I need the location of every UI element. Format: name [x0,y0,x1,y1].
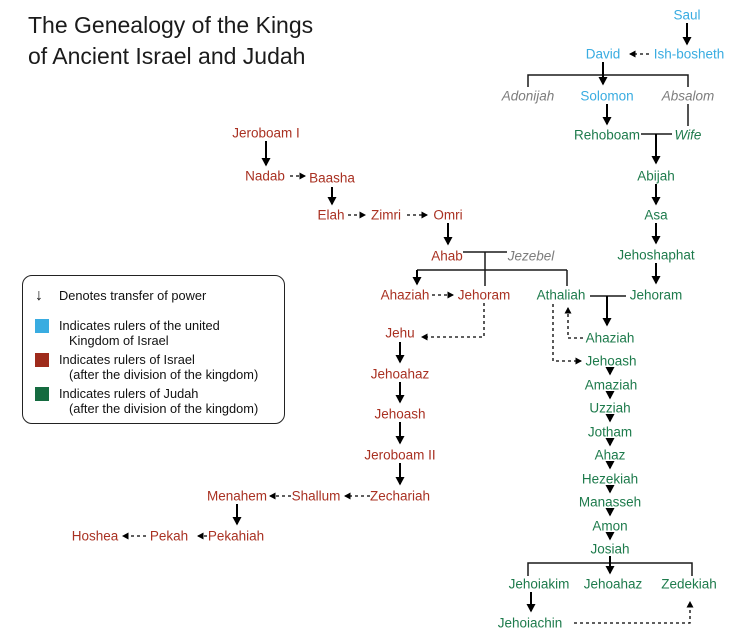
node-jeroboam-ii: Jeroboam II [364,447,436,463]
legend-box: ↓ Denotes transfer of power Indicates ru… [22,275,285,424]
edge-ahaziah-athaliah [564,307,583,339]
node-omri: Omri [433,207,463,223]
node-absalom: Absalom [661,88,715,104]
node-david: David [585,46,621,62]
node-hoshea: Hoshea [71,528,119,544]
legend-united-line2: Kingdom of Israel [69,333,169,348]
node-jehoahaz-israel: Jehoahaz [370,366,430,382]
node-elah: Elah [317,207,345,223]
node-jehoram-israel: Jehoram [457,287,511,303]
node-athaliah: Athaliah [536,287,586,303]
node-rehoboam: Rehoboam [573,127,641,143]
node-ahab: Ahab [431,248,463,264]
node-ish-bosheth: Ish-bosheth [653,46,725,62]
node-zechariah: Zechariah [369,488,431,504]
node-hezekiah: Hezekiah [581,471,639,487]
node-pekah: Pekah [149,528,189,544]
legend-judah-line1: Indicates rulers of Judah [59,385,199,401]
node-jotham: Jotham [587,424,633,440]
edge-david-children-bracket [527,74,689,87]
node-saul: Saul [673,7,701,23]
node-amaziah: Amaziah [584,377,638,393]
node-zedekiah: Zedekiah [661,576,717,592]
node-solomon: Solomon [580,88,634,104]
legend-judah-line2: (after the division of the kingdom) [69,401,259,416]
node-jehoahaz-judah: Jehoahaz [583,576,643,592]
transfer-arrow-icon: ↓ [35,287,43,304]
legend-swatch-judah-icon [35,386,49,401]
legend-row-judah: Indicates rulers of Judah (after the div… [35,386,274,417]
node-jehoash-israel: Jehoash [374,406,426,422]
node-nadab: Nadab [245,168,285,184]
legend-transfer-label: Denotes transfer of power [59,288,207,303]
node-amon: Amon [592,518,628,534]
node-shallum: Shallum [291,488,341,504]
edge-athaliah-jehoash [552,304,582,365]
node-jehoiakim: Jehoiakim [508,576,570,592]
legend-israel-line2: (after the division of the kingdom) [69,367,259,382]
edge-jehoiachin-zedekiah [574,601,694,624]
legend-swatch-united-icon [35,318,49,333]
legend-row-transfer: ↓ Denotes transfer of power [35,288,274,304]
node-jehu: Jehu [385,325,415,341]
legend-row-united: Indicates rulers of the united Kingdom o… [35,318,274,349]
node-pekahiah: Pekahiah [207,528,265,544]
node-ahaz: Ahaz [594,447,626,463]
diagram-title: The Genealogy of the Kings of Ancient Is… [28,12,314,69]
node-adonijah: Adonijah [501,88,555,104]
node-manasseh: Manasseh [578,494,642,510]
node-jehoshaphat: Jehoshaphat [617,247,695,263]
legend-united-line1: Indicates rulers of the united [59,317,220,333]
legend-israel-line1: Indicates rulers of Israel [59,351,195,367]
node-jehoiachin: Jehoiachin [497,615,563,631]
node-asa: Asa [644,207,668,223]
legend-row-israel: Indicates rulers of Israel (after the di… [35,352,274,383]
node-ahaziah-judah: Ahaziah [585,330,635,346]
node-jehoash-judah: Jehoash [585,353,637,369]
node-uzziah: Uzziah [589,400,631,416]
node-zimri: Zimri [371,207,401,223]
node-baasha: Baasha [309,170,355,186]
node-ahaziah-israel: Ahaziah [380,287,430,303]
legend-swatch-israel-icon [35,352,49,367]
node-jezebel: Jezebel [507,248,555,264]
node-josiah: Josiah [590,541,630,557]
node-jehoram-judah: Jehoram [629,287,683,303]
edge-jehoram-jehu [421,303,485,341]
node-jeroboam-i: Jeroboam I [232,125,300,141]
node-wife: Wife [674,127,702,143]
node-menahem: Menahem [206,488,268,504]
node-abijah: Abijah [637,168,675,184]
